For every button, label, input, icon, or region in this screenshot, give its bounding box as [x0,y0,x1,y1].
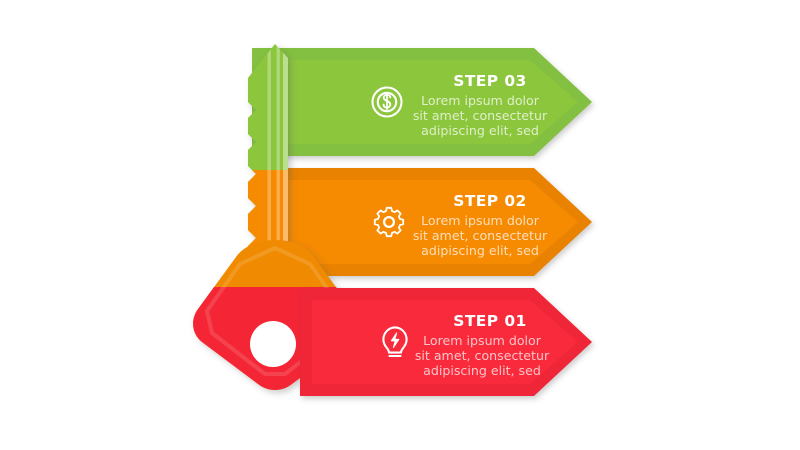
step-02-body-line-3: adipiscing elit, sed [421,243,539,258]
key-head-inner-bevel [204,245,346,376]
dollar-circle-icon [371,86,403,118]
key-shaft [248,44,288,292]
step-banner-step-01[interactable] [300,288,592,396]
key-shaft-groove-1 [267,44,271,292]
key-shaft-edge-highlight [283,44,288,292]
step-banner-step-02[interactable] [276,168,592,276]
lightbulb-bolt-icon [382,326,408,358]
step-02-title: STEP 02 [453,192,526,210]
step-02-body-line-1: Lorem ipsum dolor [421,213,540,228]
step-01-banner-inner [312,300,578,384]
step-02-banner-inner [288,180,578,264]
step-03-body-line-1: Lorem ipsum dolor [421,93,540,108]
step-01-body-line-2: sit amet, consectetur [415,348,550,363]
step-02-body-line-2: sit amet, consectetur [413,228,548,243]
step-03-body-line-2: sit amet, consectetur [413,108,548,123]
step-01-body-line-1: Lorem ipsum dolor [423,333,542,348]
gear-icon [373,206,405,238]
step-03-body-line-3: adipiscing elit, sed [421,123,539,138]
step-01-body-line-3: adipiscing elit, sed [423,363,541,378]
step-01-title: STEP 01 [453,312,526,330]
step-banner-step-03[interactable] [252,48,592,156]
key-shaft-groove-2 [276,44,280,292]
key-hole [250,321,296,367]
step-03-title: STEP 03 [453,72,526,90]
step-03-banner-inner [264,60,578,144]
